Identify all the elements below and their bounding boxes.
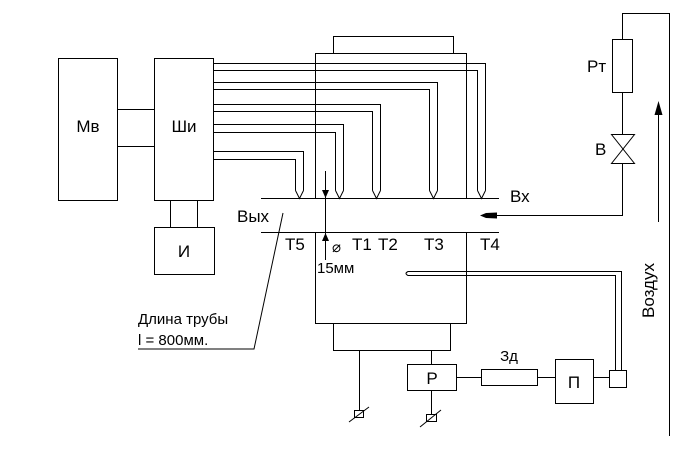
outlet-label: Вых: [237, 207, 270, 226]
furnace-bottom-cap: [333, 323, 451, 351]
furnace-top-cap: [333, 36, 454, 54]
block-i: И: [154, 227, 215, 275]
air-line-to-inlet: [497, 163, 623, 216]
tc-wire: [213, 70, 478, 191]
arrow-left-icon: [480, 212, 497, 219]
tc-label-t3: T3: [424, 235, 444, 254]
block-rt-label: Рт: [587, 57, 606, 76]
tc-label-t4: T4: [480, 235, 500, 254]
block-r-label: Р: [426, 369, 437, 388]
tc-junction-t4: [477, 190, 486, 200]
block-v-label: В: [595, 140, 606, 159]
inlet-label: Вх: [510, 187, 530, 206]
control-thermocouple: [405, 271, 622, 376]
ground-icon: [348, 406, 370, 423]
air-supply: Рт В Воздух: [480, 13, 670, 436]
tc-wire: [213, 89, 430, 191]
tc-junction-t3: [429, 190, 438, 200]
tc-junction-t1: [335, 190, 344, 200]
arrow-up-icon: [322, 233, 329, 241]
block-i-label: И: [178, 242, 190, 261]
arrow-down-icon: [322, 190, 329, 198]
tc-wire: [213, 104, 381, 191]
tc-wire: [213, 159, 296, 191]
tc-label-t1: T1: [352, 235, 372, 254]
diameter-symbol: ⌀: [332, 239, 341, 256]
diameter-dimension: ⌀ 15мм: [317, 171, 354, 277]
tc-wire: [213, 63, 486, 191]
tc-label-t2: T2: [378, 235, 398, 254]
air-label: Воздух: [639, 263, 658, 318]
block-shi: Ши: [154, 58, 214, 201]
block-mv: Мв: [58, 58, 118, 201]
block-p: П: [555, 359, 594, 404]
tc-label-t5: T5: [285, 235, 305, 254]
tc-wire: [213, 124, 344, 191]
block-zd-label: Зд: [500, 348, 518, 365]
tc-wire: [213, 132, 336, 191]
tube-length-line1: Длина трубы: [138, 311, 228, 328]
tc-wire: [213, 111, 373, 191]
furnace-top-body: [315, 53, 467, 199]
block-mv-label: Мв: [76, 117, 99, 136]
block-zd: Зд: [481, 348, 538, 386]
ground-icon: [419, 409, 442, 428]
sensor-junction-box: [609, 370, 627, 388]
tube-length-line2: l = 800мм.: [138, 332, 208, 349]
tc-junction-t5: [295, 190, 304, 200]
block-rt: [612, 39, 633, 93]
block-p-label: П: [568, 373, 580, 392]
valve-icon: [610, 134, 636, 164]
air-line-outer: [622, 13, 670, 436]
tube-length-callout: Длина трубы l = 800мм.: [138, 212, 284, 350]
block-r: Р: [407, 364, 457, 391]
tc-junction-t2: [372, 190, 381, 200]
diameter-value: 15мм: [317, 260, 354, 277]
thermocouple-wires: [213, 63, 486, 191]
tc-wire: [213, 82, 438, 191]
control-tc-wire: [405, 271, 622, 376]
leader-line: [138, 212, 284, 350]
block-shi-label: Ши: [171, 117, 196, 136]
arrow-up-icon: [654, 101, 663, 115]
tc-wire: [213, 151, 304, 191]
